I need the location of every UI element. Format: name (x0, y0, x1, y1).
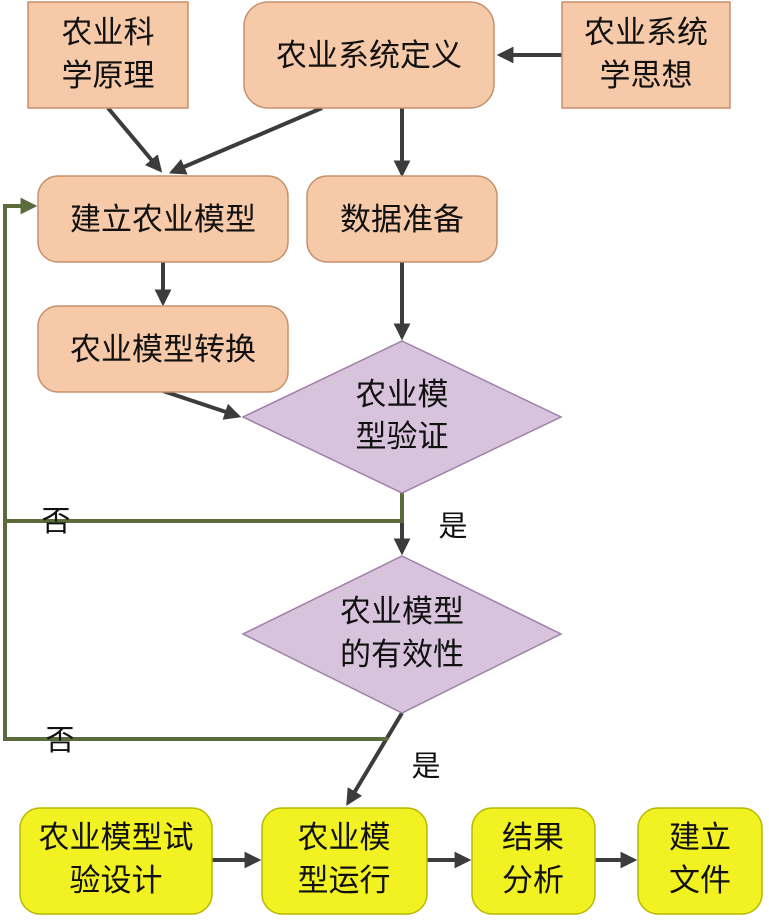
node-agri-science: 农业科 学原理 (27, 1, 189, 109)
node-model-run: 农业模 型运行 (261, 807, 428, 915)
label-validity-yes: 是 (411, 749, 440, 783)
node-build-model-label: 建立农业模型 (70, 202, 256, 238)
decision-model-validity: 农业模型 的有效性 (241, 555, 563, 714)
arrow-definition-to-build (168, 106, 323, 175)
node-system-thinking: 农业系统 学思想 (561, 1, 731, 109)
node-model-conversion-label: 农业模型转换 (70, 332, 256, 368)
node-system-thinking-line-2: 学思想 (600, 58, 693, 94)
arrow-science-to-build (106, 106, 163, 173)
arrow-validity-to-run (346, 711, 404, 806)
arrow-convert-to-verify (162, 389, 242, 420)
decision-model-verification-line-1: 农业模 (356, 377, 449, 413)
node-build-file: 建立 文件 (637, 807, 763, 915)
label-validity-no: 否 (45, 723, 74, 757)
node-result-analysis: 结果 分析 (471, 807, 596, 915)
decision-model-validity-line-1: 农业模型 (340, 594, 464, 630)
node-agri-science-line-1: 农业科 (62, 15, 155, 51)
decision-model-validity-line-2: 的有效性 (340, 637, 464, 673)
decision-model-verification: 农业模 型验证 (241, 340, 563, 494)
node-trial-design-line-2: 验设计 (70, 863, 163, 899)
node-agri-system-definition-label: 农业系统定义 (276, 38, 462, 74)
node-model-conversion: 农业模型转换 (37, 305, 289, 393)
connectors (3, 46, 638, 869)
node-result-analysis-line-1: 结果 (502, 820, 564, 856)
node-build-file-line-1: 建立 (669, 820, 731, 856)
feedback-validity-no (3, 206, 388, 741)
node-system-thinking-line-1: 农业系统 (584, 15, 708, 51)
node-build-model: 建立农业模型 (37, 175, 289, 263)
node-trial-design: 农业模型试 验设计 (19, 807, 213, 915)
decision-model-verification-line-2: 型验证 (356, 419, 449, 455)
node-model-run-line-2: 型运行 (298, 863, 391, 899)
node-trial-design-line-1: 农业模型试 (39, 820, 194, 856)
node-model-run-line-1: 农业模 (298, 820, 391, 856)
node-data-preparation-label: 数据准备 (340, 202, 464, 238)
node-data-preparation: 数据准备 (306, 175, 498, 263)
label-verify-no: 否 (41, 504, 70, 538)
node-agri-science-line-2: 学原理 (62, 58, 155, 94)
node-result-analysis-line-2: 分析 (502, 863, 564, 899)
label-verify-yes: 是 (438, 509, 467, 543)
node-build-file-line-2: 文件 (669, 863, 731, 899)
node-agri-system-definition: 农业系统定义 (243, 1, 495, 109)
